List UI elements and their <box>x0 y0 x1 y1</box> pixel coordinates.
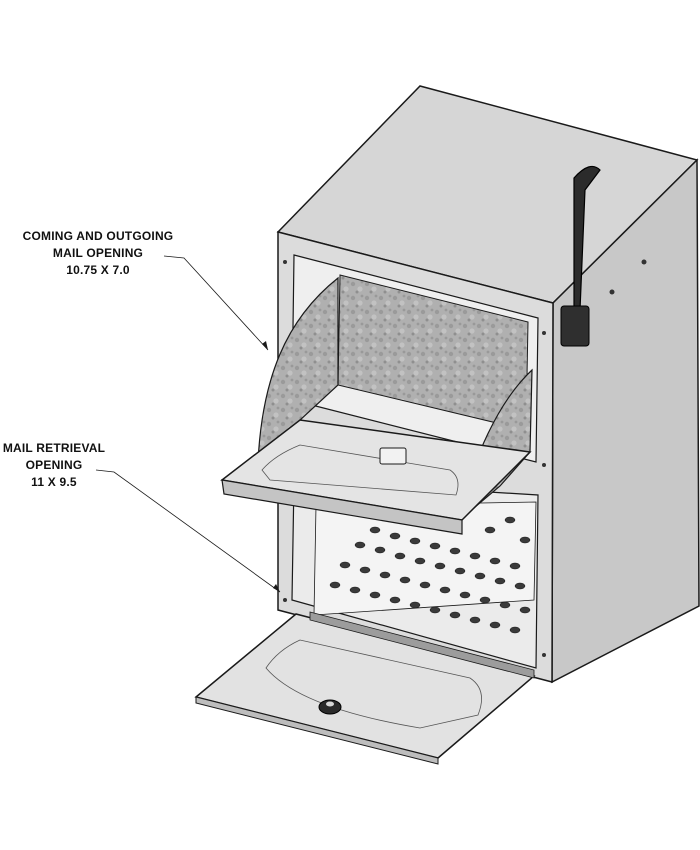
flag-bracket <box>560 305 590 347</box>
leader-arrow-upper <box>262 341 268 350</box>
lower-door-hinge <box>309 611 535 679</box>
callout-retrieval: MAIL RETRIEVAL OPENING 11 X 9.5 <box>0 440 108 491</box>
leader-arrow-lower <box>273 584 280 592</box>
lower-door-emboss <box>265 639 482 729</box>
leader-line-upper <box>163 255 269 351</box>
floor-knobs <box>329 516 531 634</box>
callout-incoming-line2: MAIL OPENING <box>52 246 144 260</box>
side-bolt <box>609 289 615 295</box>
lock-icon <box>318 699 342 715</box>
callout-incoming-line1: COMING AND OUTGOING <box>22 229 174 243</box>
callout-retrieval-line2: OPENING <box>25 458 83 472</box>
callout-retrieval-dimensions: 11 X 9.5 <box>31 475 77 489</box>
callout-incoming-outgoing: COMING AND OUTGOING MAIL OPENING 10.75 X… <box>12 228 184 279</box>
leader-line-lower <box>95 469 281 593</box>
lower-door-edge <box>195 696 439 765</box>
side-bolt <box>641 259 647 265</box>
lock-keyhole <box>326 701 334 707</box>
frame-bolts <box>283 260 546 657</box>
callout-incoming-dimensions: 10.75 X 7.0 <box>66 263 130 277</box>
upper-flap-left-wall <box>257 276 339 464</box>
callout-retrieval-line1: MAIL RETRIEVAL <box>2 441 106 455</box>
upper-flap-emboss <box>261 444 459 496</box>
upper-flap-edge <box>221 479 463 535</box>
upper-flap-latch <box>379 447 407 465</box>
flag-icon <box>573 165 601 313</box>
